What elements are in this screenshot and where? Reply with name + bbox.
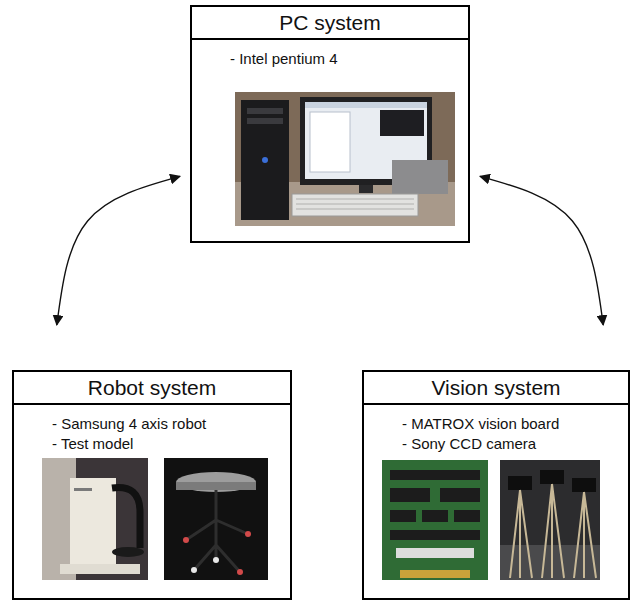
- edge-contacts: [400, 570, 470, 578]
- robot-label: [74, 488, 92, 491]
- marker: [191, 567, 197, 573]
- marker: [237, 569, 243, 575]
- bidirectional-arrow: [480, 176, 603, 325]
- photo-backdrop: [164, 458, 268, 580]
- robot-body: [70, 478, 116, 564]
- vision-board-photo: [382, 460, 488, 580]
- box-heading-bar: Robot system: [14, 372, 290, 405]
- bidirectional-arrow: [57, 176, 180, 325]
- chip: [440, 488, 480, 502]
- robot-tool: [112, 547, 144, 557]
- box-heading-bar: PC system: [192, 7, 468, 40]
- marker: [213, 557, 219, 563]
- keyboard: [292, 194, 418, 216]
- camera: [508, 476, 532, 490]
- chip: [422, 510, 448, 522]
- box-heading: Vision system: [431, 376, 560, 399]
- system-box: PC system - Intel pentium 4: [190, 5, 470, 243]
- drive-bay: [247, 108, 283, 114]
- box-heading-bar: Vision system: [364, 372, 628, 405]
- marker: [245, 531, 251, 537]
- box-body: - Samsung 4 axis robot- Test model: [14, 405, 290, 454]
- model-disc-edge: [176, 482, 256, 490]
- camera: [540, 470, 564, 484]
- model-rods: [186, 490, 248, 572]
- spec-item: - Samsung 4 axis robot: [52, 414, 206, 434]
- system-box: Vision system - MATROX vision board- Sony…: [362, 370, 630, 600]
- test-model-photo: [164, 458, 268, 580]
- model-disc: [176, 472, 256, 492]
- chip-row: [390, 530, 480, 540]
- robot-arm: [112, 488, 140, 549]
- tripod-legs: [510, 484, 596, 578]
- chip: [454, 510, 480, 522]
- power-led: [262, 157, 268, 163]
- spec-item: - MATROX vision board: [402, 414, 559, 434]
- connector: [396, 548, 474, 558]
- circuit-board: [382, 460, 488, 580]
- device-box: [392, 160, 448, 194]
- keyboard-keys: [296, 199, 414, 209]
- chip-row: [390, 470, 480, 480]
- window-bar: [305, 102, 427, 108]
- box-heading: PC system: [279, 11, 381, 34]
- robot-base: [60, 564, 140, 574]
- system-box: Robot system - Samsung 4 axis robot- Test…: [12, 370, 292, 600]
- camera-photo: [500, 460, 600, 580]
- photo-wall: [235, 92, 455, 226]
- camera: [572, 478, 596, 492]
- box-heading: Robot system: [88, 376, 216, 399]
- chip: [390, 488, 430, 502]
- photo-backdrop: [42, 458, 148, 580]
- pc-photo: [235, 92, 455, 226]
- chip: [390, 510, 416, 522]
- robot-photo: [42, 458, 148, 580]
- spec-item: - Test model: [52, 434, 133, 454]
- monitor-stand: [359, 185, 373, 193]
- photo-backdrop: [500, 460, 600, 580]
- marker: [183, 537, 189, 543]
- box-body: - MATROX vision board- Sony CCD camera: [364, 405, 628, 454]
- spec-item: - Intel pentium 4: [230, 49, 338, 69]
- spec-item: - Sony CCD camera: [402, 434, 536, 454]
- box-body: - Intel pentium 4: [192, 40, 468, 69]
- drive-bay: [247, 118, 283, 124]
- window-pane: [310, 112, 350, 172]
- pc-tower: [241, 100, 289, 220]
- window-pane: [380, 110, 424, 136]
